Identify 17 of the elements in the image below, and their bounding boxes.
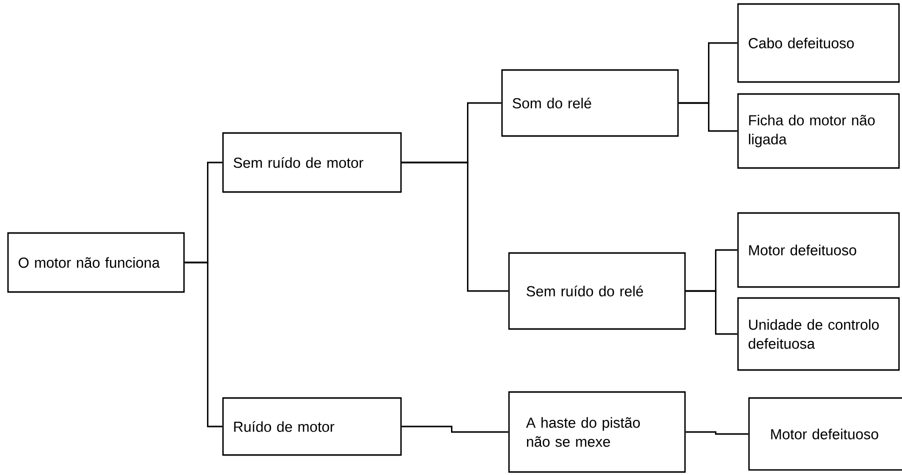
connector-line [402, 426, 508, 433]
connector-line [402, 162, 508, 292]
connector-line [678, 102, 738, 132]
box: Motor defeituoso [737, 212, 900, 288]
connector-line [686, 290, 738, 335]
box: Ruído de motor [222, 397, 402, 456]
box: Cabo defeituoso [737, 3, 900, 83]
box: Ficha do motor não ligada [737, 93, 900, 169]
connector-line [686, 431, 748, 435]
box: O motor não funciona [7, 232, 185, 293]
box: Sem ruído de motor [222, 132, 402, 193]
box: Sem ruído do relé [508, 252, 686, 330]
box: Unidade de controlo defeituosa [737, 297, 900, 371]
connector-line [184, 262, 222, 428]
box: A haste do pistão não se mexe [508, 391, 686, 473]
box: Som do relé [501, 69, 679, 137]
box: Motor defeituoso [748, 397, 902, 471]
